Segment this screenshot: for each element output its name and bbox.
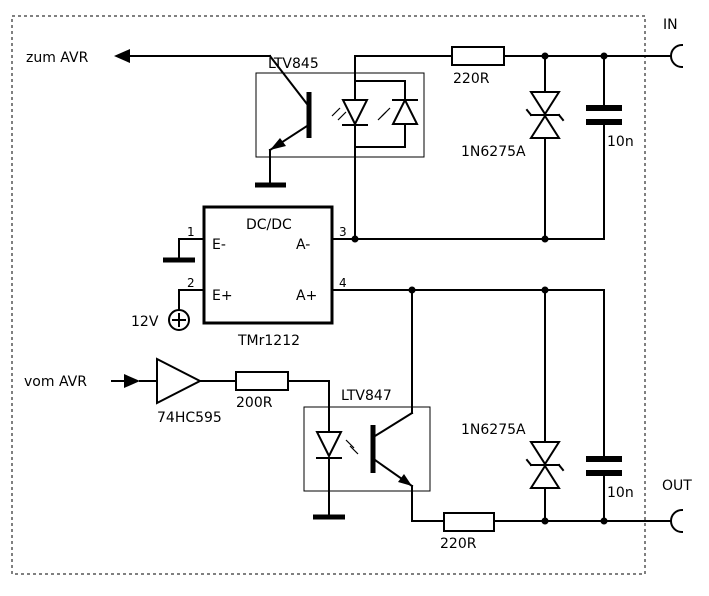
- pin3-label: 3: [339, 225, 347, 239]
- resistor-bottom-label: 220R: [440, 536, 477, 552]
- capacitor-top-icon: [586, 105, 622, 125]
- cap-bottom-label: 10n: [607, 485, 634, 501]
- resistor-220r-top: [451, 46, 505, 66]
- buffer-74hc595-icon: [156, 357, 203, 405]
- dcdc-title: DC/DC: [246, 217, 292, 233]
- vom-avr-label: vom AVR: [24, 374, 87, 390]
- out-terminal-icon: [670, 508, 684, 534]
- resistor-input-label: 200R: [236, 395, 273, 411]
- buffer-label: 74HC595: [157, 410, 222, 426]
- phototransistor-bottom-icon: [370, 411, 414, 488]
- resistor-200r: [235, 371, 289, 391]
- tvs-diode-bottom-icon: [525, 441, 565, 489]
- dcdc-part-label: TMr1212: [237, 333, 300, 349]
- phototransistor-top-icon: [268, 54, 312, 152]
- junction-dot: [541, 235, 549, 243]
- pin4-label: 4: [339, 276, 347, 290]
- pin-a-minus-label: A-: [296, 237, 310, 253]
- opto-bottom-label: LTV847: [341, 388, 392, 404]
- in-label: IN: [663, 17, 678, 33]
- pin1-label: 1: [187, 225, 195, 239]
- optocoupler-ltv845-box: [255, 72, 425, 158]
- led-bottom-icon: [315, 431, 359, 459]
- out-label: OUT: [662, 478, 692, 494]
- optocoupler-ltv847-box: [303, 406, 431, 492]
- supply-label: 12V: [131, 314, 159, 330]
- tvs-bottom-label: 1N6275A: [461, 422, 526, 438]
- resistor-top-label: 220R: [453, 71, 490, 87]
- pin2-label: 2: [187, 276, 195, 290]
- resistor-220r-bottom: [443, 512, 495, 532]
- in-terminal-icon: [670, 43, 684, 69]
- pin-a-plus-label: A+: [296, 288, 317, 304]
- led-antiparallel-icon: [331, 97, 419, 127]
- tvs-top-label: 1N6275A: [461, 144, 526, 160]
- pin-e-plus-label: E+: [212, 288, 233, 304]
- capacitor-bottom-icon: [586, 456, 622, 476]
- supply-12v-icon: [168, 309, 190, 331]
- arrow-in-icon: [124, 374, 140, 388]
- pin-e-minus-label: E-: [212, 237, 226, 253]
- dcdc-converter-box: [202, 205, 334, 325]
- opto-top-label: LTV845: [268, 56, 319, 72]
- tvs-diode-top-icon: [525, 91, 565, 139]
- cap-top-label: 10n: [607, 134, 634, 150]
- arrow-out-icon: [114, 49, 130, 63]
- zum-avr-label: zum AVR: [26, 50, 89, 66]
- board-outline: [11, 15, 646, 575]
